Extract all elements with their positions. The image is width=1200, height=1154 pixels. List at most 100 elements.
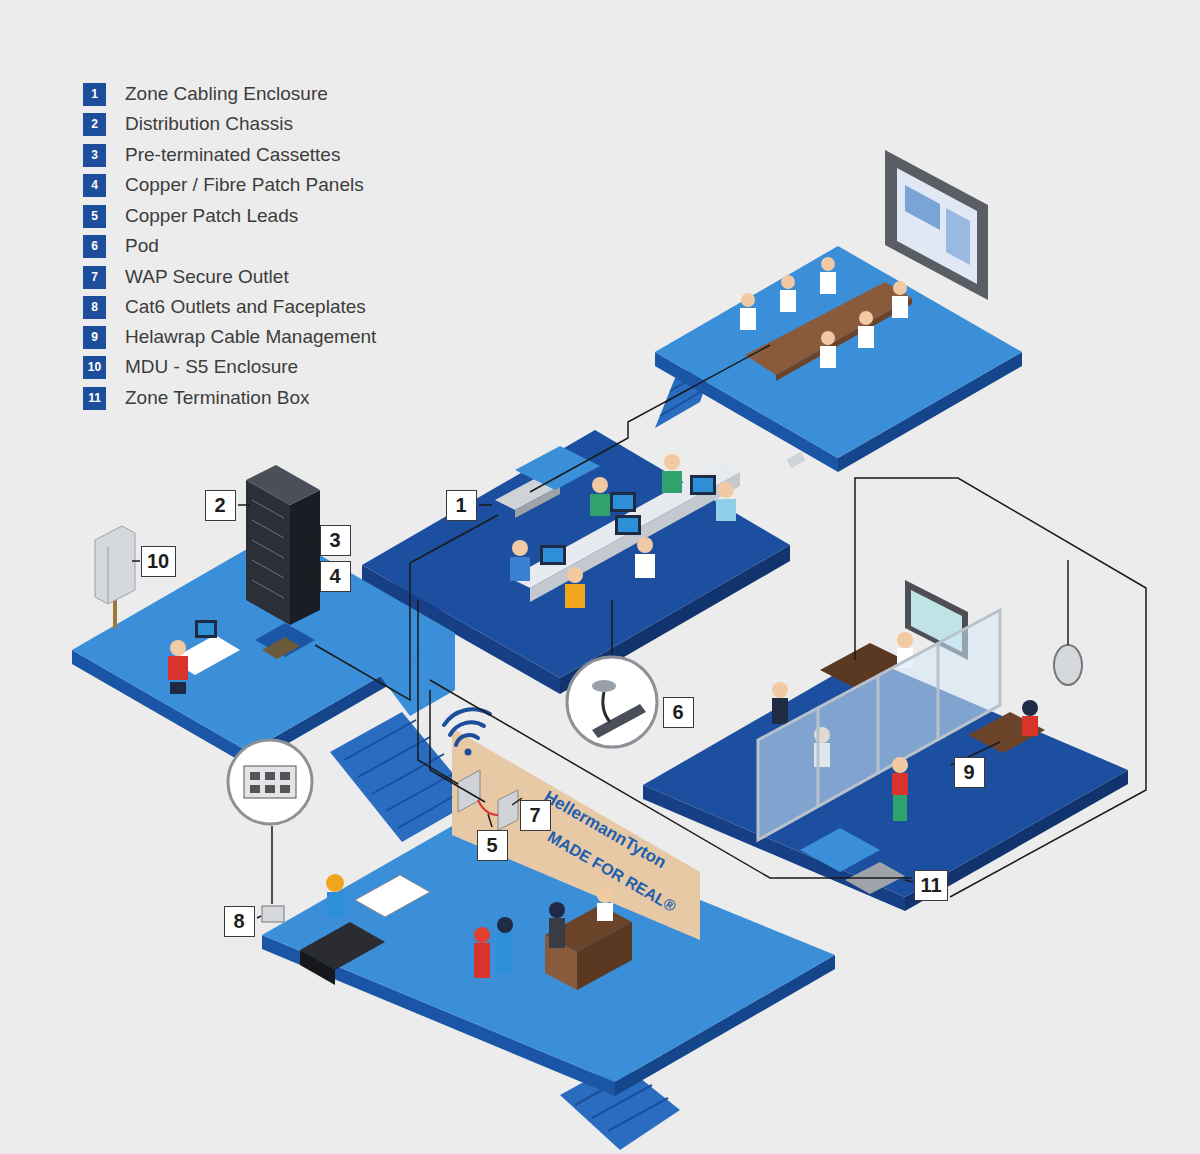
open-office [716, 499, 736, 521]
callout-number: 11 [88, 391, 101, 405]
callout-number: 2 [91, 117, 98, 131]
callout-box: 3 [320, 525, 351, 556]
legend-swatch: 11 [83, 387, 106, 410]
meeting-room [740, 150, 988, 468]
cable [530, 345, 770, 492]
open-office [610, 492, 636, 512]
callout-box: 6 [663, 697, 694, 728]
reception [444, 709, 490, 745]
leader-line [306, 539, 317, 541]
server-rack [252, 500, 284, 598]
legend-text: Helawrap Cable Management [125, 326, 376, 348]
meeting-room [780, 290, 796, 312]
legend-text: MDU - S5 Enclosure [125, 356, 298, 378]
meeting-room [946, 208, 970, 265]
callout-box: 1 [446, 490, 477, 521]
meeting-room [897, 168, 977, 284]
office-room [1022, 716, 1038, 736]
meeting-room [741, 293, 755, 307]
reception [456, 735, 478, 745]
leader-line [257, 916, 261, 918]
server-rack [246, 480, 290, 625]
faceplate-inset [250, 772, 260, 780]
legend-text: Copper Patch Leads [125, 205, 298, 227]
callout-number: 10 [88, 360, 101, 374]
office-room [1054, 645, 1082, 685]
faceplate-inset [280, 785, 290, 793]
reception [497, 917, 513, 933]
technician-desk [170, 640, 186, 656]
reception [458, 770, 480, 812]
legend-text: Copper / Fibre Patch Panels [125, 174, 364, 196]
open-office [512, 454, 734, 583]
office-room [937, 644, 940, 740]
meeting-room [781, 275, 795, 289]
callout-box: 8 [224, 906, 255, 937]
legend-entry: 5 Copper Patch Leads [83, 204, 298, 228]
legend-swatch: 6 [83, 235, 106, 258]
reception [549, 918, 565, 948]
pod-inset [592, 704, 646, 738]
pod-inset [567, 657, 657, 747]
server-rack [262, 637, 300, 659]
open-office [540, 545, 566, 565]
open-office [515, 486, 560, 518]
callout-number: 8 [91, 300, 98, 314]
leader-line [132, 505, 1000, 918]
reception [465, 749, 472, 756]
reception [327, 892, 345, 916]
stairs [344, 720, 416, 760]
legend-swatch: 5 [83, 205, 106, 228]
reception [300, 709, 700, 990]
office-room [877, 676, 880, 773]
cable [430, 690, 485, 802]
callout-number: 11 [920, 875, 941, 895]
callout-number: 3 [329, 530, 340, 550]
faceplate-inset [228, 740, 312, 922]
callout-number: 6 [672, 702, 683, 722]
callout-number: 4 [329, 566, 340, 586]
office-room [817, 708, 820, 807]
platform [72, 246, 1128, 1096]
open-office [693, 478, 713, 492]
pod-inset [592, 680, 616, 692]
meeting-room [740, 308, 756, 330]
meeting-room [745, 282, 912, 375]
open-office [592, 477, 608, 493]
leader-line [132, 560, 140, 562]
office-room [892, 757, 908, 773]
open-office [690, 475, 716, 495]
open-office [635, 554, 655, 578]
faceplate-inset [250, 785, 260, 793]
server-rack [246, 465, 320, 659]
leader-line [905, 880, 913, 882]
faceplate-inset [262, 906, 284, 922]
office-room [968, 712, 1045, 753]
cable [611, 600, 613, 655]
office-room [758, 610, 1000, 840]
open-office [615, 515, 641, 535]
callout-number: 1 [455, 495, 466, 515]
office-room [892, 773, 908, 795]
callout-number: 9 [91, 330, 98, 344]
office-room [772, 682, 788, 698]
leader-line [488, 814, 492, 827]
office-room [897, 632, 913, 648]
legend-entry: 11Zone Termination Box [83, 386, 309, 410]
callout-box: 10 [141, 546, 176, 577]
server-rack [252, 540, 284, 558]
meeting-room [787, 452, 806, 469]
server-rack [252, 520, 284, 538]
legend-swatch: 1 [83, 83, 106, 106]
technician-desk [168, 620, 240, 694]
meeting-room [820, 346, 836, 368]
reception [597, 887, 613, 903]
legend-swatch: 8 [83, 296, 106, 319]
callout-number: 1 [91, 87, 98, 101]
legend-swatch: 3 [83, 144, 106, 167]
server-rack [246, 465, 320, 505]
legend-entry: 3Pre-terminated Cassettes [83, 143, 340, 167]
meeting-room [820, 272, 836, 294]
